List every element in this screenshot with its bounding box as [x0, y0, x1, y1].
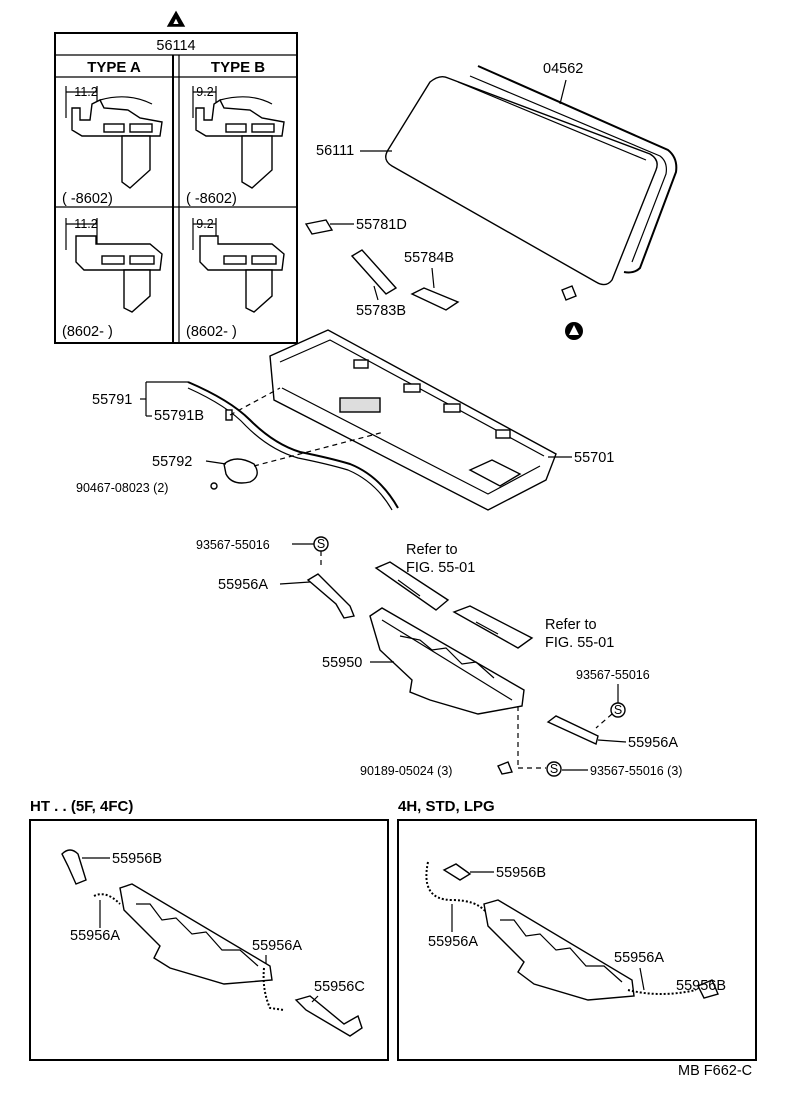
- date-range-label: (8602- ): [62, 324, 113, 340]
- hose-55956a-illustration: [306, 573, 355, 619]
- reference-note: FIG. 55-01: [545, 635, 614, 651]
- hose-label: 55956A: [70, 928, 120, 944]
- reference-note: Refer to: [545, 617, 597, 633]
- hose-label: 55956B: [676, 978, 726, 994]
- part-label-55783b: 55783B: [356, 303, 406, 319]
- part-55784b-illustration: [410, 287, 460, 311]
- part-label-55781d: 55781D: [356, 217, 407, 233]
- molding-profile-type-a-early: 11.2: [65, 85, 163, 189]
- part-label-04562: 04562: [543, 61, 583, 77]
- date-range-label: ( -8602): [186, 191, 237, 207]
- s-marker-icon: [610, 702, 626, 718]
- hose-label: 55956B: [496, 865, 546, 881]
- dimension-label: 11.2: [74, 217, 97, 231]
- detail-box-frame: [54, 32, 298, 344]
- part-label-90467-08023: 90467-08023 (2): [76, 481, 168, 495]
- panel-title: 4H, STD, LPG: [398, 798, 495, 815]
- part-label-55956a: 55956A: [218, 577, 268, 593]
- molding-profile-type-b-early: 9.2: [192, 85, 285, 189]
- part-label-55791b: 55791B: [154, 408, 204, 424]
- svg-text:S: S: [317, 537, 325, 551]
- panel-ht-variant: HT . . (5F, 4FC) 55956B 55956A 55956A 55…: [29, 798, 389, 1061]
- hose-label: 55956A: [428, 934, 478, 950]
- part-label-55701: 55701: [574, 450, 614, 466]
- hose-label: 55956B: [112, 851, 162, 867]
- cowl-louver-panel-55950: [369, 607, 525, 715]
- hose-label: 55956A: [252, 938, 302, 954]
- part-55792-illustration: [223, 458, 258, 484]
- reference-note: FIG. 55-01: [406, 560, 475, 576]
- dimension-label: 9.2: [196, 217, 213, 231]
- hose-label: 55956A: [614, 950, 664, 966]
- part-label-93567-55016: 93567-55016: [576, 668, 650, 682]
- windshield-glass-illustration: [385, 65, 678, 286]
- vent-louver-right: [452, 605, 534, 649]
- part-55783b-illustration: [350, 249, 398, 295]
- molding-detail-box: ▲ 56114 TYPE A TYPE B 11.2 ( -8602): [54, 10, 298, 344]
- vent-louver-left: [374, 561, 450, 611]
- retainer-clip: [561, 285, 577, 301]
- svg-text:S: S: [614, 703, 622, 717]
- part-label-90189-05024: 90189-05024 (3): [360, 764, 452, 778]
- s-marker-icon: [546, 761, 562, 777]
- part-label-55950: 55950: [322, 655, 362, 671]
- part-55781d-illustration: [304, 219, 334, 235]
- part-label-55784b: 55784B: [404, 250, 454, 266]
- part-label-93567-55016: 93567-55016 (3): [590, 764, 682, 778]
- clip-90189-illustration: [497, 761, 513, 775]
- hose-label: 55956C: [314, 979, 365, 995]
- cowl-seal-55791: [187, 381, 399, 509]
- type-b-header: TYPE B: [211, 59, 265, 76]
- diagram-code: MB F662-C: [678, 1063, 752, 1079]
- date-range-label: ( -8602): [62, 191, 113, 207]
- part-label-55791: 55791: [92, 392, 132, 408]
- molding-profile-type-b-late: 9.2: [192, 217, 285, 313]
- date-range-label: (8602- ): [186, 324, 237, 340]
- molding-profile-type-a-late: 11.2: [65, 217, 163, 313]
- triangle-marker-icon: [166, 10, 186, 27]
- reference-note: Refer to: [406, 542, 458, 558]
- dimension-label: 11.2: [74, 85, 97, 99]
- part-label-56111: 56111: [316, 143, 354, 159]
- panel-4h-variant: 4H, STD, LPG 55956B 55956A 55956A 55956B: [397, 798, 757, 1061]
- dimension-label: 9.2: [196, 85, 213, 99]
- svg-text:▲: ▲: [172, 16, 181, 26]
- part-label-55792: 55792: [152, 454, 192, 470]
- type-a-header: TYPE A: [87, 59, 141, 76]
- part-label-55956a: 55956A: [628, 735, 678, 751]
- part-number-56114: 56114: [156, 38, 195, 54]
- panel-title: HT . . (5F, 4FC): [30, 798, 133, 815]
- cowl-panel-illustration: [269, 329, 557, 511]
- hose-55956a-right-illustration: [546, 715, 599, 745]
- svg-text:S: S: [550, 762, 558, 776]
- part-label-93567-55016: 93567-55016: [196, 538, 270, 552]
